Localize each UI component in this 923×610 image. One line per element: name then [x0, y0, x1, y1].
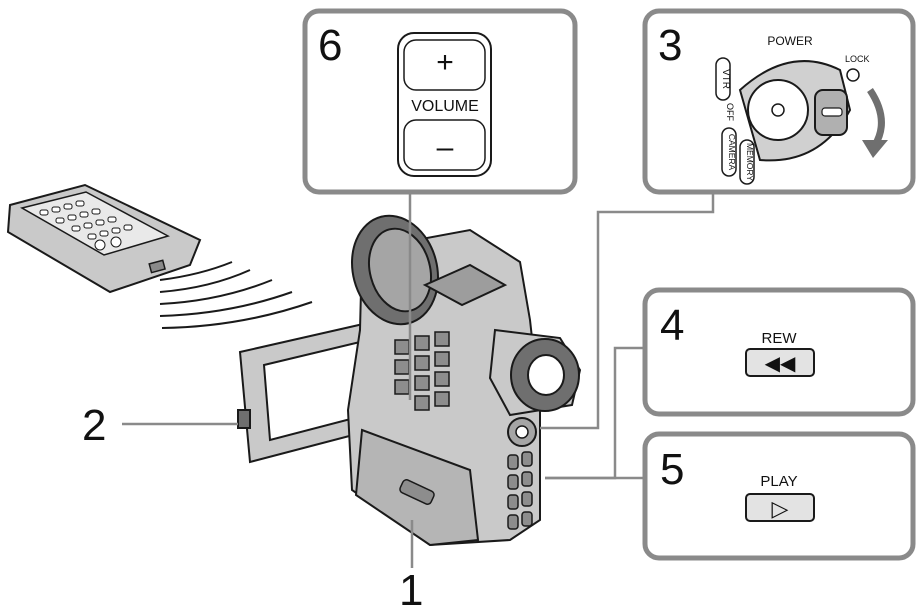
camcorder-body — [237, 214, 582, 547]
volume-plus-sign: + — [436, 46, 454, 79]
callout-line-3 — [540, 192, 715, 430]
callout-number-6: 6 — [318, 21, 342, 70]
mode-labels: VTR OFF CAMERA MEMORY — [715, 57, 755, 185]
play-label: PLAY — [760, 473, 797, 490]
rewind-icon: ◀◀ — [765, 353, 796, 375]
panel-rewind: 4 REW ◀◀ — [642, 287, 916, 417]
remote-commander — [6, 183, 202, 294]
rew-label: REW — [762, 330, 798, 347]
power-label: POWER — [767, 34, 813, 48]
volume-minus-sign: – — [437, 131, 454, 164]
lcd-panel — [237, 320, 382, 464]
callout-number-1: 1 — [399, 566, 423, 610]
remote-buttons — [39, 200, 133, 251]
callout-number-5: 5 — [660, 445, 684, 494]
lock-label: LOCK — [845, 54, 870, 64]
callout-number-3: 3 — [658, 21, 682, 70]
panel-play: 5 PLAY ▷ — [642, 431, 916, 561]
volume-label: VOLUME — [411, 98, 479, 115]
panel-power-switch: 3 POWER LOCK VTR OFF CAMERA MEMORY — [642, 8, 916, 195]
viewfinder — [488, 328, 582, 417]
rew-button[interactable]: ◀◀ — [745, 348, 815, 377]
volume-up-button[interactable] — [403, 39, 486, 91]
infrared-signal-waves — [159, 261, 313, 329]
rear-control-buttons — [507, 451, 533, 530]
vtr-label: VTR — [720, 69, 731, 89]
volume-down-button[interactable] — [403, 119, 486, 171]
callout-lines — [122, 192, 715, 568]
rotation-arrowhead-icon — [862, 140, 888, 158]
play-icon: ▷ — [772, 496, 789, 521]
memory-label: MEMORY — [745, 143, 755, 181]
volume-button[interactable]: + VOLUME – — [397, 32, 492, 177]
panel-volume: 6 + VOLUME – — [302, 8, 578, 195]
off-label: OFF — [725, 103, 735, 121]
callout-number-2: 2 — [82, 401, 106, 450]
camcorder-side-buttons — [394, 331, 450, 411]
power-dial[interactable] — [738, 60, 860, 162]
camera-label: CAMERA — [727, 134, 737, 171]
callout-number-4: 4 — [660, 301, 684, 350]
play-button[interactable]: ▷ — [745, 493, 815, 522]
